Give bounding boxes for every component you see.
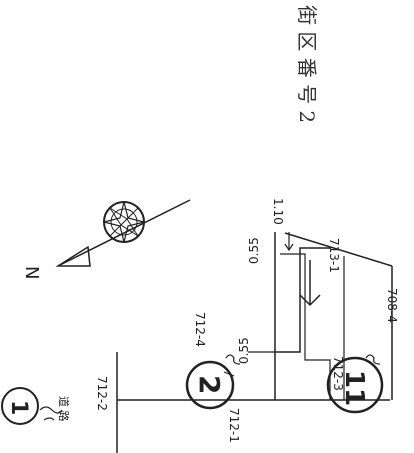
parcel-boundaries	[116, 232, 393, 453]
north-label: N	[21, 266, 42, 279]
circle-one-label: 1	[6, 400, 31, 415]
dimension-0-55-top: 0.55	[247, 237, 261, 264]
north-arrow: N	[21, 199, 191, 279]
compass-rose-icon	[103, 201, 145, 243]
block-number-title: 街 区 番 号 2	[295, 5, 319, 123]
parcel-713-1: 713-1	[327, 238, 341, 273]
stamp-mark-icon	[39, 354, 381, 421]
circle-marker-eleven: 11	[326, 356, 384, 414]
circle-marker-two: 2	[185, 360, 235, 410]
dimension-marker-1-10	[284, 232, 294, 252]
parcel-labels: 712-2 712-4 712-1 712-3 713-1 708-4	[95, 238, 399, 443]
dimension-0-55-mid: 0.55	[237, 337, 251, 364]
circle-two-label: 2	[193, 375, 226, 394]
title-group: 街 区 番 号 2	[295, 5, 319, 123]
dimension-labels: 1.10 0.55 0.55	[237, 198, 285, 364]
parcel-712-3: 712-3	[331, 356, 345, 391]
dimension-1-10: 1.10	[271, 198, 285, 225]
circle-marker-one: 1	[1, 387, 39, 425]
parcel-712-1: 712-1	[227, 408, 241, 443]
parcel-712-4: 712-4	[193, 312, 207, 347]
road-label: 道 路	[57, 396, 71, 422]
parcel-708-4: 708-4	[385, 288, 399, 323]
road-label-group: 道 路	[57, 396, 71, 422]
circle-eleven-label: 11	[339, 370, 369, 406]
direction-arrow-icon	[299, 260, 321, 307]
parcel-712-2: 712-2	[95, 376, 109, 411]
